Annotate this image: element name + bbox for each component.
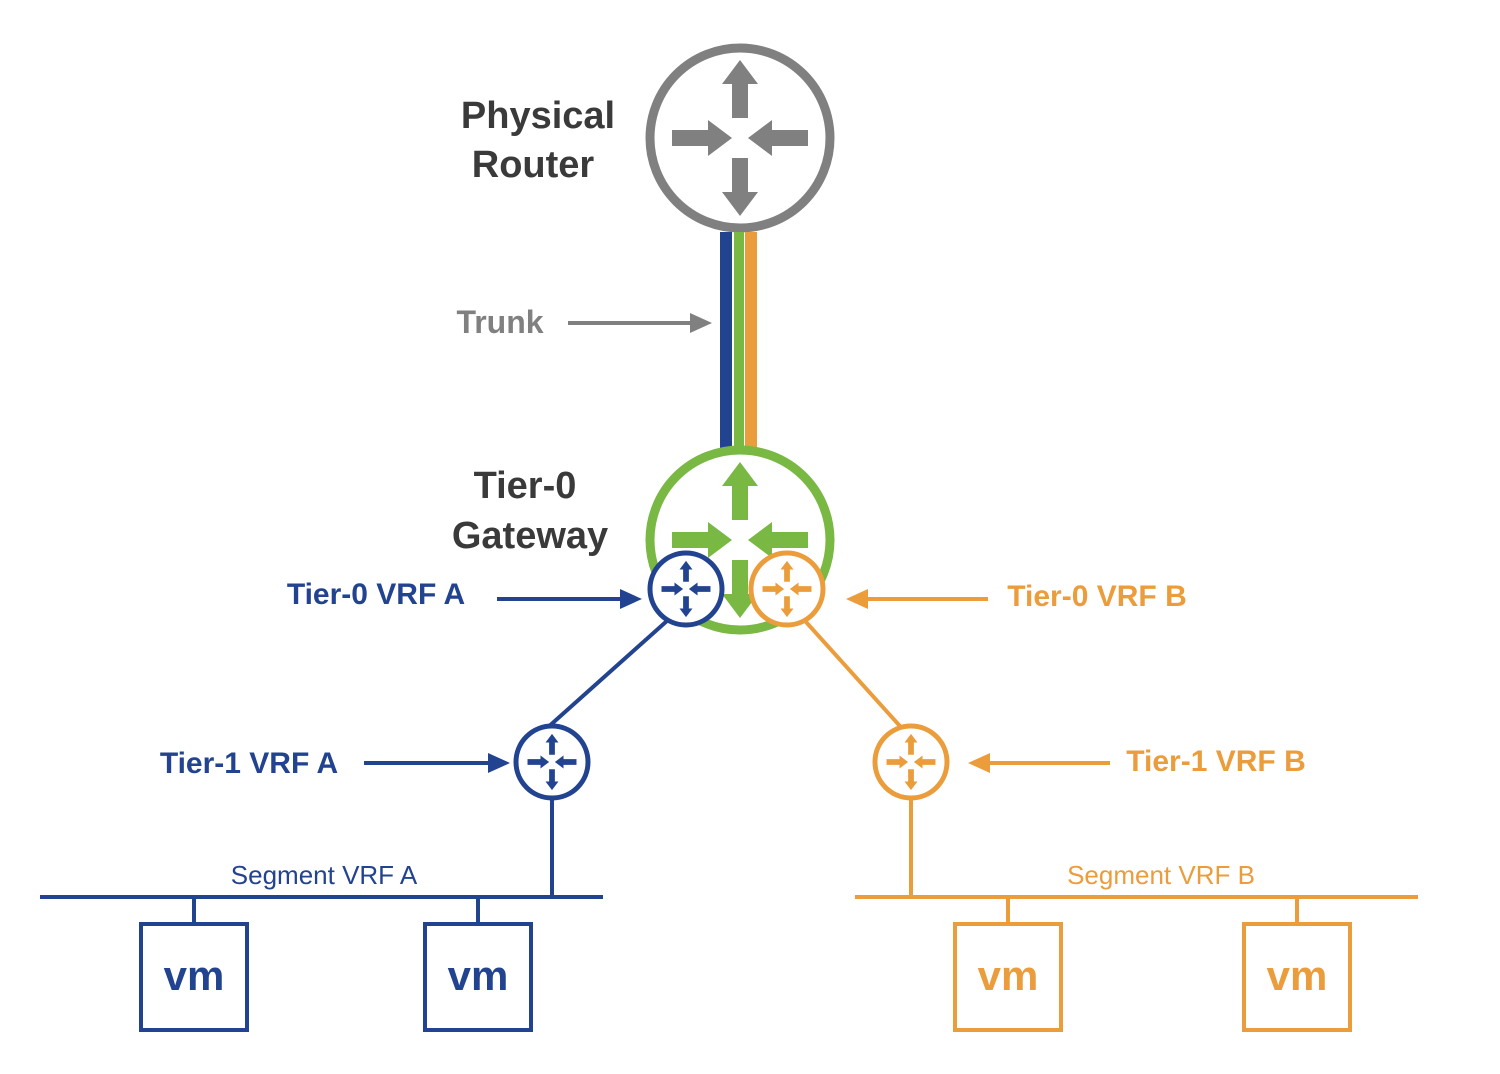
vm-b1-label: vm: [978, 952, 1039, 999]
vm-a2-label: vm: [448, 952, 509, 999]
physical-router: [645, 43, 835, 233]
segment-vrf-a-label: Segment VRF A: [231, 860, 418, 890]
physical-router-label-line1: Physical: [461, 95, 615, 137]
tier0-vrf-a-router: [647, 550, 725, 628]
tier0-gateway-label-line2: Gateway: [452, 515, 608, 557]
vm-icon: [1242, 922, 1352, 1032]
trunk-arrow-icon: [568, 313, 712, 333]
segment-vrf-b-label: Segment VRF B: [1067, 860, 1255, 890]
trunk-label: Trunk: [456, 304, 543, 340]
trunk-line-orange: [745, 232, 757, 450]
vm-icon: [953, 922, 1063, 1032]
tier0-vrf-b-arrow-icon: [846, 589, 988, 609]
vm-b2-label: vm: [1267, 952, 1328, 999]
tier1-vrf-b-arrow-icon: [968, 753, 1110, 773]
tier0-vrf-a-circle: [647, 550, 725, 628]
tier1-vrf-b-label: Tier-1 VRF B: [1126, 745, 1306, 778]
vm-icon: [139, 922, 249, 1032]
trunk-link: [720, 232, 757, 450]
physical-router-label-line2: Router: [472, 144, 595, 186]
tier1-vrf-a-router: [513, 723, 591, 801]
tier0-vrf-b-label: Tier-0 VRF B: [1007, 580, 1187, 613]
link-t0b-t1b: [804, 620, 910, 737]
tier0-vrf-b-router: [748, 550, 826, 628]
tier0-vrf-a-arrow-icon: [497, 589, 642, 609]
tier0-gateway-label-line1: Tier-0: [474, 465, 577, 507]
tier1-vrf-a-arrow-icon: [364, 753, 510, 773]
trunk-line-blue: [720, 232, 732, 450]
vm-icon: [423, 922, 533, 1032]
tier0-vrf-b-circle: [748, 550, 826, 628]
tier1-vrf-b-router: [872, 723, 950, 801]
trunk-line-green: [734, 232, 744, 450]
link-t0a-t1a: [535, 618, 670, 739]
tier0-vrf-a-label: Tier-0 VRF A: [287, 578, 465, 611]
physical-router-circle: [645, 43, 835, 233]
tier1-vrf-a-label: Tier-1 VRF A: [160, 747, 338, 780]
vm-a1-label: vm: [164, 952, 225, 999]
